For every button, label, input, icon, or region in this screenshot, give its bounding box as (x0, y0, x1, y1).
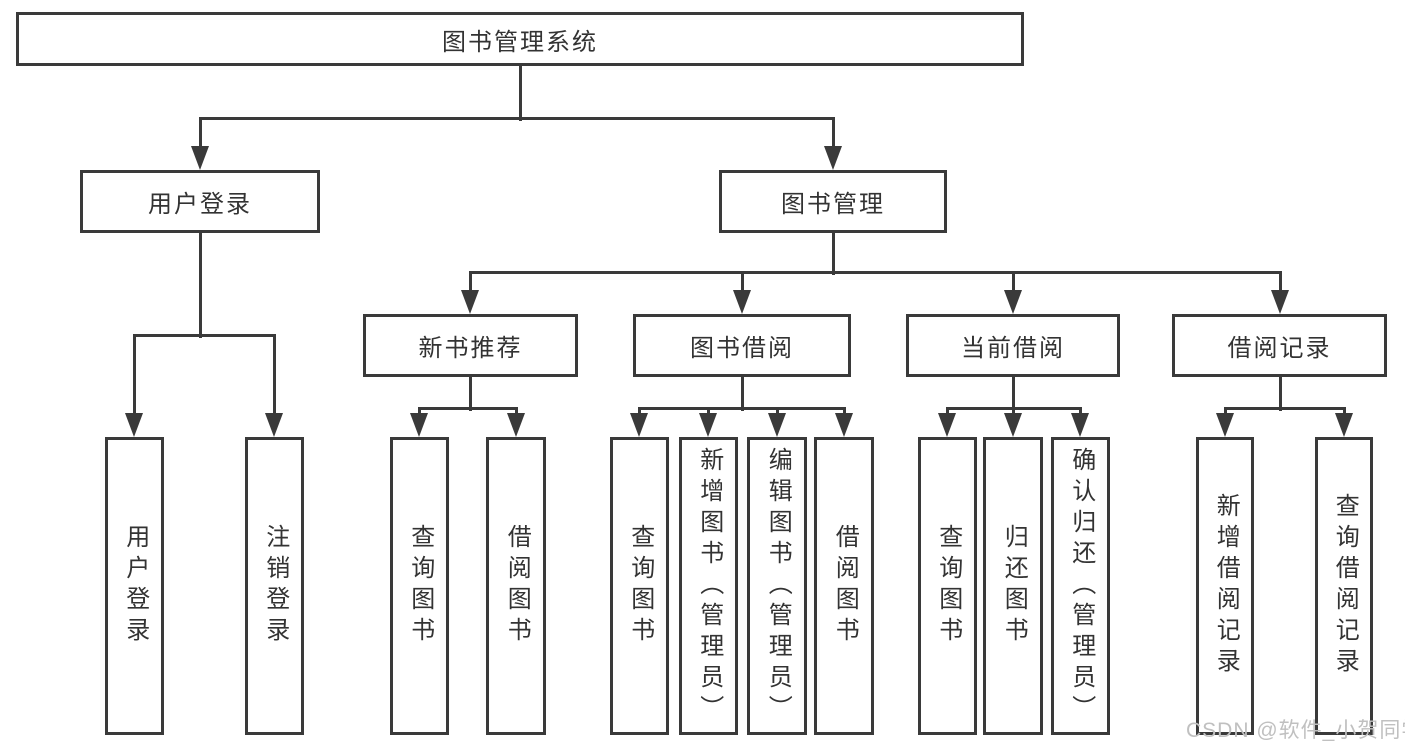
arrow-down-icon (835, 413, 853, 437)
node-book-management: 图书管理 (719, 170, 947, 233)
node-leaf-edit-book-admin-label: 编辑图书（管理员） (764, 446, 792, 726)
arrow-down-icon (699, 413, 717, 437)
connector-drop-line (272, 335, 276, 417)
node-leaf-query-books-borrow-label: 查询图书 (626, 524, 654, 648)
node-book-borrowing: 图书借阅 (633, 314, 851, 377)
node-current-borrowing: 当前借阅 (906, 314, 1120, 377)
node-leaf-logout-label: 注销登录 (261, 524, 289, 648)
node-leaf-confirm-return-admin: 确认归还（管理员） (1051, 437, 1110, 735)
node-leaf-query-books-current: 查询图书 (918, 437, 977, 735)
arrow-down-icon (191, 146, 209, 170)
node-leaf-edit-book-admin: 编辑图书（管理员） (747, 437, 807, 735)
node-leaf-return-book: 归还图书 (983, 437, 1043, 735)
connector-rail-line (132, 333, 276, 337)
node-new-book-recommendation: 新书推荐 (363, 314, 578, 377)
arrow-down-icon (1216, 413, 1234, 437)
connector-drop-line (775, 408, 779, 417)
arrow-down-icon (768, 413, 786, 437)
arrow-down-icon (733, 290, 751, 314)
connector-stem-line (468, 377, 472, 411)
node-leaf-add-book-admin: 新增图书（管理员） (679, 437, 738, 735)
connector-drop-line (417, 408, 421, 417)
node-leaf-user-login-label: 用户登录 (121, 524, 149, 648)
node-leaf-query-books-borrow: 查询图书 (610, 437, 669, 735)
connector-drop-line (198, 118, 202, 150)
connector-drop-line (740, 272, 744, 294)
node-user-login: 用户登录 (80, 170, 320, 233)
connector-drop-line (1278, 272, 1282, 294)
connector-rail-line (198, 116, 835, 120)
arrow-down-icon (1335, 413, 1353, 437)
connector-drop-line (1011, 408, 1015, 417)
arrow-down-icon (461, 290, 479, 314)
node-leaf-borrow-books-borrow-label: 借阅图书 (831, 524, 859, 648)
connector-drop-line (706, 408, 710, 417)
connector-drop-line (132, 335, 136, 417)
node-leaf-borrow-books-recommend: 借阅图书 (486, 437, 546, 735)
arrow-down-icon (1004, 290, 1022, 314)
arrow-down-icon (630, 413, 648, 437)
node-leaf-query-borrow-record: 查询借阅记录 (1315, 437, 1373, 735)
connector-stem-line (1278, 377, 1282, 411)
arrow-down-icon (1071, 413, 1089, 437)
node-leaf-user-login: 用户登录 (105, 437, 164, 735)
connector-rail-line (468, 270, 1282, 274)
connector-drop-line (637, 408, 641, 417)
connector-drop-line (1342, 408, 1346, 417)
connector-drop-line (831, 118, 835, 150)
node-leaf-borrow-books-recommend-label: 借阅图书 (503, 524, 531, 648)
csdn-watermark: CSDN @软件_小贺同学 (1186, 719, 1405, 742)
connector-drop-line (1078, 408, 1082, 417)
arrow-down-icon (1004, 413, 1022, 437)
connector-rail-line (417, 406, 518, 410)
connector-drop-line (945, 408, 949, 417)
connector-drop-line (514, 408, 518, 417)
node-leaf-borrow-books-borrow: 借阅图书 (814, 437, 874, 735)
arrow-down-icon (1271, 290, 1289, 314)
arrow-down-icon (125, 413, 143, 437)
connector-drop-line (468, 272, 472, 294)
connector-drop-line (1011, 272, 1015, 294)
node-leaf-query-borrow-record-label: 查询借阅记录 (1331, 493, 1359, 679)
arrow-down-icon (938, 413, 956, 437)
node-leaf-query-books-current-label: 查询图书 (934, 524, 962, 648)
connector-stem-line (740, 377, 744, 411)
connector-stem-line (518, 66, 522, 121)
arrow-down-icon (265, 413, 283, 437)
connector-drop-line (1223, 408, 1227, 417)
node-leaf-query-books-recommend: 查询图书 (390, 437, 449, 735)
node-leaf-add-borrow-record: 新增借阅记录 (1196, 437, 1254, 735)
node-root: 图书管理系统 (16, 12, 1024, 66)
node-leaf-return-book-label: 归还图书 (1000, 524, 1028, 648)
connector-drop-line (842, 408, 846, 417)
node-leaf-add-book-admin-label: 新增图书（管理员） (695, 446, 723, 726)
arrow-down-icon (824, 146, 842, 170)
node-leaf-confirm-return-admin-label: 确认归还（管理员） (1067, 446, 1095, 726)
connector-stem-line (831, 233, 835, 275)
node-leaf-logout: 注销登录 (245, 437, 304, 735)
connector-rail-line (1223, 406, 1346, 410)
connector-stem-line (198, 233, 202, 338)
node-leaf-query-books-recommend-label: 查询图书 (406, 524, 434, 648)
arrow-down-icon (410, 413, 428, 437)
node-leaf-add-borrow-record-label: 新增借阅记录 (1212, 493, 1240, 679)
connector-rail-line (637, 406, 846, 410)
node-borrowing-records: 借阅记录 (1172, 314, 1387, 377)
connector-stem-line (1011, 377, 1015, 411)
arrow-down-icon (507, 413, 525, 437)
